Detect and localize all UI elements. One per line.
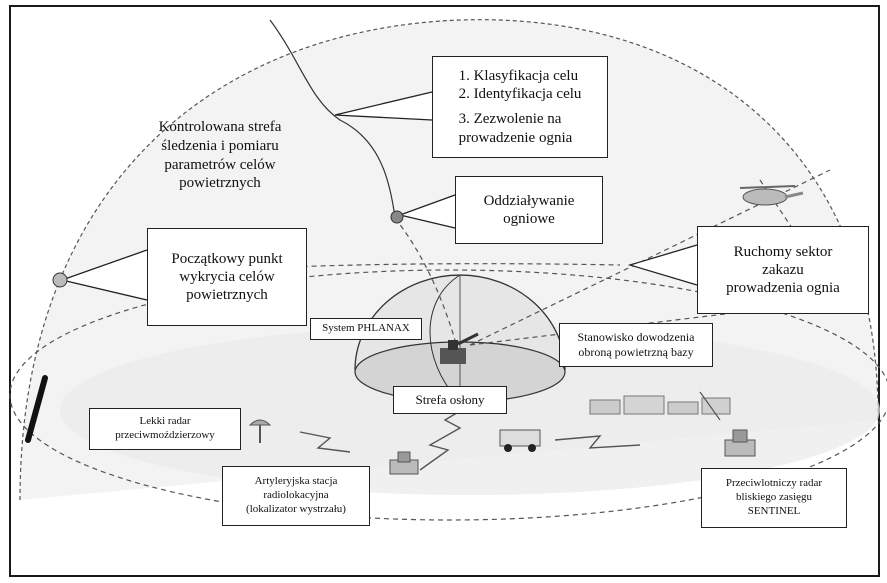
rocket-icon: [25, 375, 48, 443]
comm-link-4: [699, 391, 721, 421]
comm-link-3: [554, 435, 641, 449]
helicopter-icon: [739, 185, 804, 206]
moving-sector-callout: Ruchomy sektor zakazu prowadzenia ognia: [697, 226, 869, 314]
steps-callout: 1. Klasyfikacja celu 2. Identyfikacja ce…: [432, 56, 608, 158]
artillery-station-label: Artyleryjska stacja radiolokacyjna (loka…: [222, 466, 370, 526]
base-buildings-icon: [589, 395, 731, 415]
sentinel-label: Przeciwlotniczy radar bliskiego zasięgu …: [701, 468, 847, 528]
steps-pointer: [334, 91, 433, 121]
step-item: 2. Identyfikacja celu: [458, 86, 582, 103]
phalanx-label: System PHLANAX: [310, 318, 422, 340]
comm-link-2: [299, 431, 351, 453]
threat-track-1: [59, 263, 621, 281]
steps-list: 1. Klasyfikacja celu 2. Identyfikacja ce…: [459, 67, 582, 148]
sentinel-radar-icon: [724, 429, 756, 457]
mortar-radar-icon: [248, 419, 272, 443]
fire-point-marker: [390, 210, 404, 224]
tracking-ring: [9, 269, 887, 521]
artillery-radar-icon: [389, 451, 419, 475]
command-post-label: Stanowisko dowodzenia obroną powietrzną …: [559, 323, 713, 367]
detection-point-callout: Początkowy punkt wykrycia celów powietrz…: [147, 228, 307, 326]
flight-path: [269, 19, 396, 219]
fire-effect-callout: Oddziaływanie ogniowe: [455, 176, 603, 244]
phalanx-icon: [440, 332, 479, 364]
threat-track-2: [394, 217, 456, 341]
detection-point-marker: [52, 272, 68, 288]
comm-link-1: [419, 404, 471, 471]
protection-zone-label: Strefa osłony: [393, 386, 507, 414]
sector-pointer: [627, 244, 698, 286]
zone-label: Kontrolowana strefa śledzenia i pomiaru …: [158, 119, 282, 192]
step-item: prowadzenie ognia: [458, 129, 573, 146]
step-item: 3. Zezwolenie na: [458, 111, 562, 127]
vehicle-icon: [499, 429, 541, 452]
step-item: 1. Klasyfikacja celu: [458, 67, 579, 84]
mortar-radar-label: Lekki radar przeciwmoździerzowy: [89, 408, 241, 450]
